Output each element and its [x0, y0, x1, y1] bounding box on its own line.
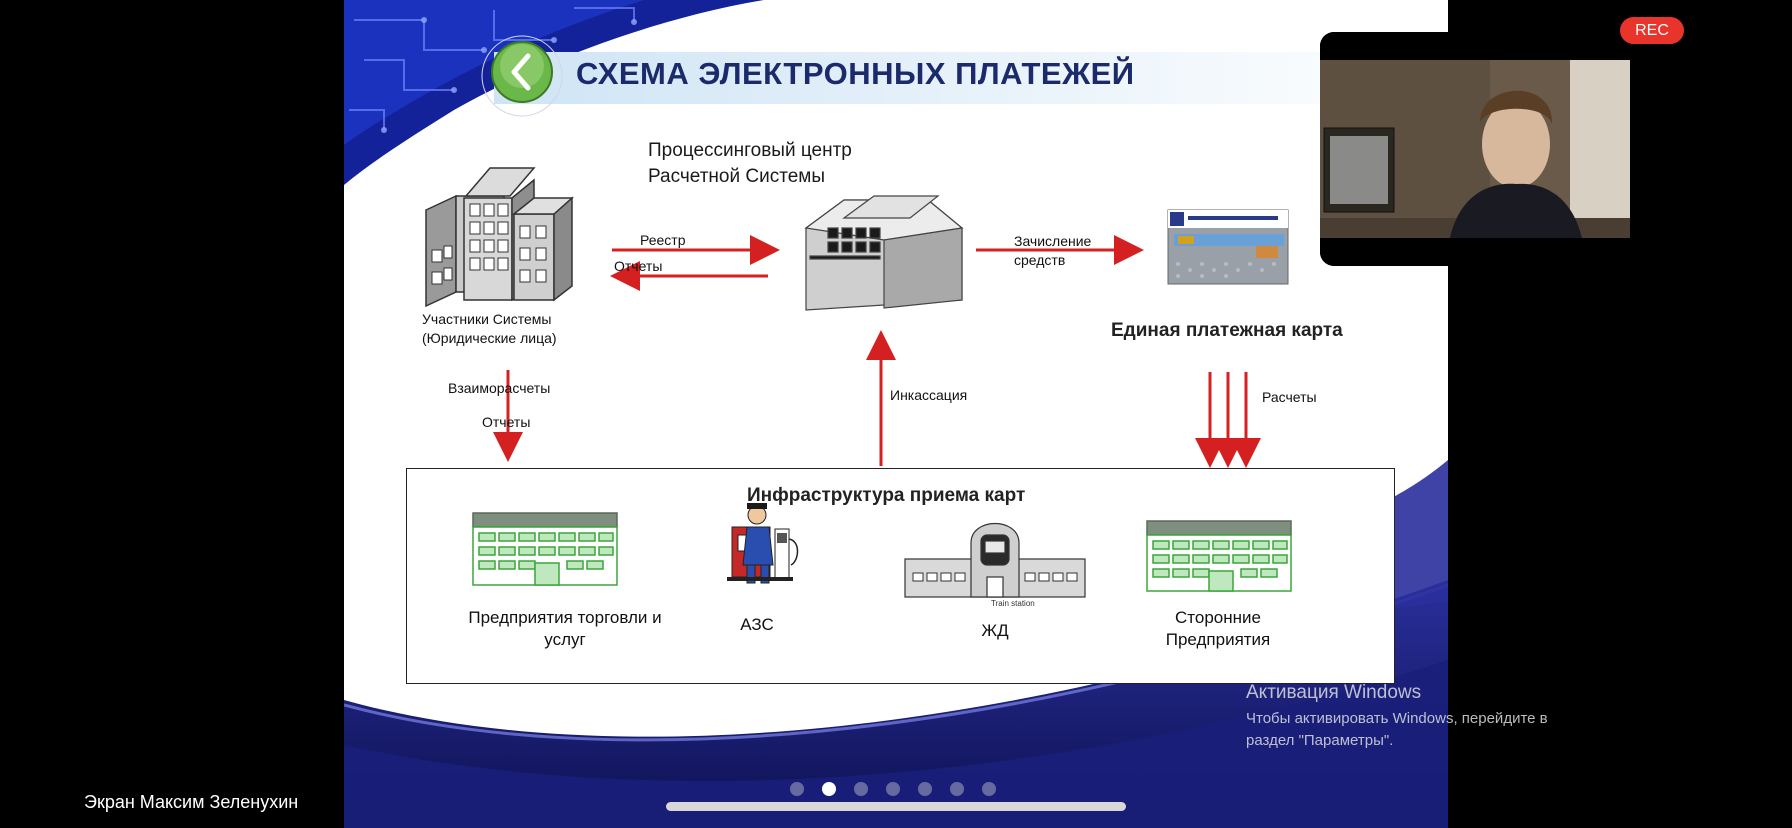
presentation-slide: СХЕМА ЭЛЕКТРОННЫХ ПЛАТЕЖЕЙ [344, 0, 1448, 828]
train-station-caption: Train station [991, 599, 1035, 608]
payment-card-icon [1167, 209, 1289, 285]
page-dot-3[interactable] [854, 782, 868, 796]
page-dot-7[interactable] [982, 782, 996, 796]
payment-diagram [425, 167, 1289, 468]
participants-label: Участники Системы (Юридические лица) [422, 311, 557, 346]
processing-center-icon [804, 195, 964, 311]
windows-activation-watermark: Активация Windows Чтобы активировать Win… [1246, 682, 1548, 752]
railway-label: ЖД [981, 621, 1009, 640]
card-label: Единая платежная карта [1111, 320, 1343, 341]
screen-share-name: Экран Максим Зеленухин [84, 792, 299, 812]
card-infrastructure-box: Инфраструктура приема карт [406, 468, 1395, 684]
gas-station-icon [727, 503, 799, 584]
third-party-label: Сторонние Предприятия [1165, 608, 1271, 649]
third-party-building-icon [1146, 520, 1292, 592]
slide-title: СХЕМА ЭЛЕКТРОННЫХ ПЛАТЕЖЕЙ [576, 56, 1135, 91]
settlements-label: Расчеты [1262, 389, 1317, 405]
railway-station-icon [904, 522, 1086, 598]
collection-label: Инкассация [890, 387, 968, 403]
camera-preview[interactable] [1320, 32, 1646, 266]
slide-background [344, 0, 1448, 828]
trade-label: Предприятия торговли и услуг [468, 608, 662, 649]
page-dot-2[interactable] [822, 782, 836, 796]
mutual-settlements-label: Взаиморасчеты [448, 380, 551, 396]
watermark-title: Активация Windows [1246, 682, 1422, 703]
page-dot-5[interactable] [918, 782, 932, 796]
chevron-left-icon [511, 53, 531, 91]
gas-station-label: АЗС [740, 615, 774, 634]
watermark-text: Чтобы активировать Windows, перейдите в … [1246, 710, 1548, 749]
trade-building-icon [472, 512, 618, 586]
page-dot-4[interactable] [886, 782, 900, 796]
back-button[interactable] [480, 34, 564, 118]
reports-label: Отчеты [614, 258, 663, 274]
page-dot-1[interactable] [790, 782, 804, 796]
recording-badge: REC [1620, 17, 1684, 44]
office-building-icon [425, 167, 574, 308]
processing-center-label: Процессинговый центр Расчетной Системы [648, 140, 852, 187]
page-dot-6[interactable] [950, 782, 964, 796]
presenter-video [1320, 32, 1646, 266]
reports2-label: Отчеты [482, 414, 531, 430]
registry-label: Реестр [640, 232, 686, 248]
infra-title: Инфраструктура приема карт [747, 485, 1026, 506]
page-indicator[interactable] [790, 782, 996, 796]
home-indicator-bar[interactable] [666, 802, 1126, 811]
crediting-label: Зачисление средств [1014, 233, 1092, 268]
